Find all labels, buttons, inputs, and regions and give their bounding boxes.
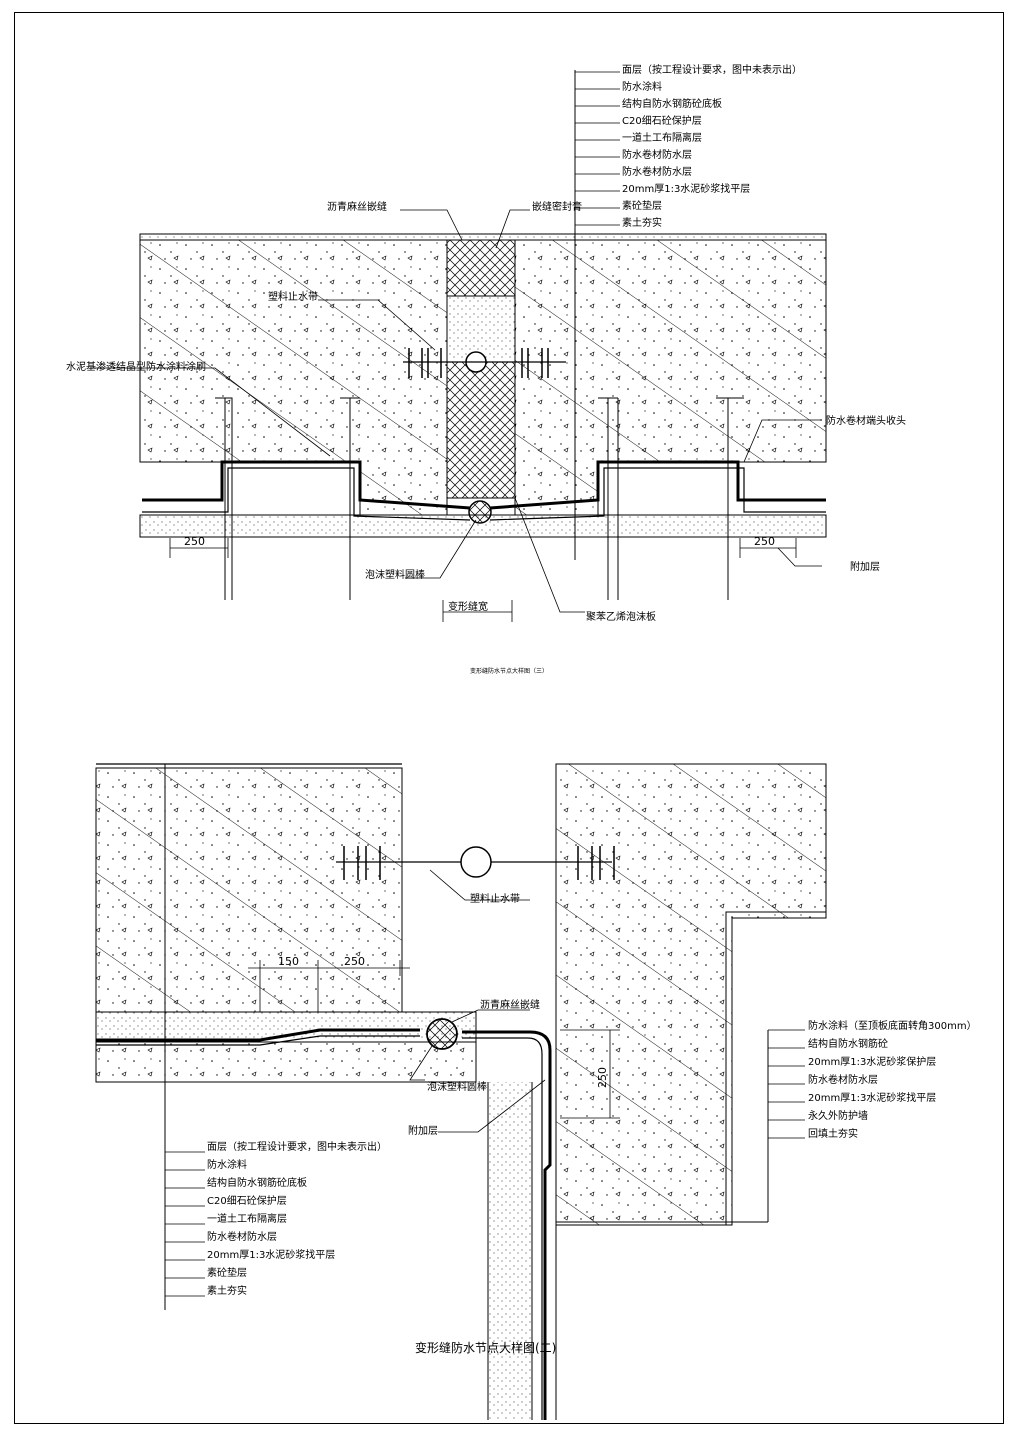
floor-layer-4: C20细石砼保护层 [207,1194,287,1207]
caption-2: 变形缝防水节点大样图(二) [415,1340,556,1355]
pe-board-label: 聚苯乙烯泡沫板 [586,610,656,623]
extra-layer-label: 附加层 [850,560,880,573]
waterstop-label: 塑料止水带 [268,290,318,303]
waterstop-label-2: 塑料止水带 [470,892,520,905]
wall-layer-7: 回填土夯实 [808,1127,858,1140]
layer-ticks [575,71,620,226]
layer-label-1: 面层（按工程设计要求，图中未表示出） [622,63,802,76]
floor-layer-8: 素砼垫层 [207,1266,247,1279]
waterstop-ribs-2 [343,846,615,880]
floor-layers [95,1011,477,1043]
sheet-joint-label: 防水卷材端头收头 [826,414,906,427]
asphalt-rope-label-2: 沥青麻丝嵌缝 [480,998,540,1011]
dim-250-right: 250 [754,535,775,548]
layer-label-6: 防水卷材防水层 [622,148,692,161]
wall-layer-ticks [768,1029,805,1139]
sealant-label: 嵌缝密封膏 [532,200,582,213]
membrane-2 [96,1028,552,1420]
detail-1: 面层（按工程设计要求，图中未表示出） 防水涂料 结构自防水钢筋砼底板 C20细石… [66,63,906,675]
layer-label-3: 结构自防水钢筋砼底板 [622,97,722,110]
foam-rod-label: 泡沫塑料圆棒 [365,568,425,581]
layer-label-9: 素砼垫层 [622,199,662,212]
foam-rod-2 [426,1018,458,1050]
leaders-2 [409,869,546,1133]
dims [169,538,797,622]
waterstop-bulb-2 [460,846,492,878]
floor-layer-2: 防水涂料 [207,1158,247,1171]
floor-layer-6: 防水卷材防水层 [207,1230,277,1243]
wall-bars [215,397,744,600]
layer-label-2: 防水涂料 [622,80,662,93]
layer-label-4: C20细石砼保护层 [622,114,702,127]
waterstop-ribs-left [408,348,442,378]
floor-layer-1: 面层（按工程设计要求，图中未表示出） [207,1140,387,1153]
drawing-frame [14,12,1004,1424]
floor-layer-9: 素土夯实 [207,1284,247,1297]
blinding-layer [139,514,827,538]
waterstop-ribs-right [521,348,549,378]
leaders-1 [90,209,822,613]
dims-2 [248,960,620,1119]
floor-layer-ticks [165,1151,205,1297]
sealant-fill [446,239,516,297]
asphalt-rope-label: 沥青麻丝嵌缝 [327,200,387,213]
layer-label-8: 20mm厚1:3水泥砂浆找平层 [622,182,750,195]
wall-layer-1: 防水涂料（至顶板底面转角300mm） [808,1019,977,1032]
surface-layer [139,233,827,241]
foam-rod-label-2: 泡沫塑料圆棒 [427,1080,487,1093]
layer-label-5: 一道土工布隔离层 [622,131,702,144]
layer-label-10: 素土夯实 [622,216,662,229]
floor-layer-3: 结构自防水钢筋砼底板 [207,1176,307,1189]
floor-layer-7: 20mm厚1:3水泥砂浆找平层 [207,1248,335,1261]
wall-layer-2: 结构自防水钢筋砼 [808,1037,888,1050]
extra-layer-label-2: 附加层 [408,1124,438,1137]
cement-coating-label: 水泥基渗透结晶型防水涂料涂刷 [66,360,206,373]
wall-layer-3: 20mm厚1:3水泥砂浆保护层 [808,1055,936,1068]
floor-blinding [95,1041,477,1083]
wall-layer-4: 防水卷材防水层 [808,1073,878,1086]
wall-layer-6: 永久外防护墙 [808,1109,868,1122]
wall-layer-5: 20mm厚1:3水泥砂浆找平层 [808,1091,936,1104]
pe-board-fill [446,361,516,499]
dim-250-left: 250 [184,535,205,548]
floor-layer-5: 一道土工布隔离层 [207,1212,287,1225]
layer-label-7: 防水卷材防水层 [622,165,692,178]
dim-150: 150 [278,955,299,968]
dim-250-vertical: 250 [596,1067,609,1088]
dim-250: 250 [344,955,365,968]
asphalt-rope-fill [446,295,516,363]
detail-2: 塑料止水带 沥青麻丝嵌缝 泡沫塑料圆棒 附加层 防水涂料（至顶板底面转角300m… [95,763,977,1420]
joint-width-label: 变形缝宽 [448,600,488,613]
caption-1: 变形缝防水节点大样图（三） [470,667,548,675]
